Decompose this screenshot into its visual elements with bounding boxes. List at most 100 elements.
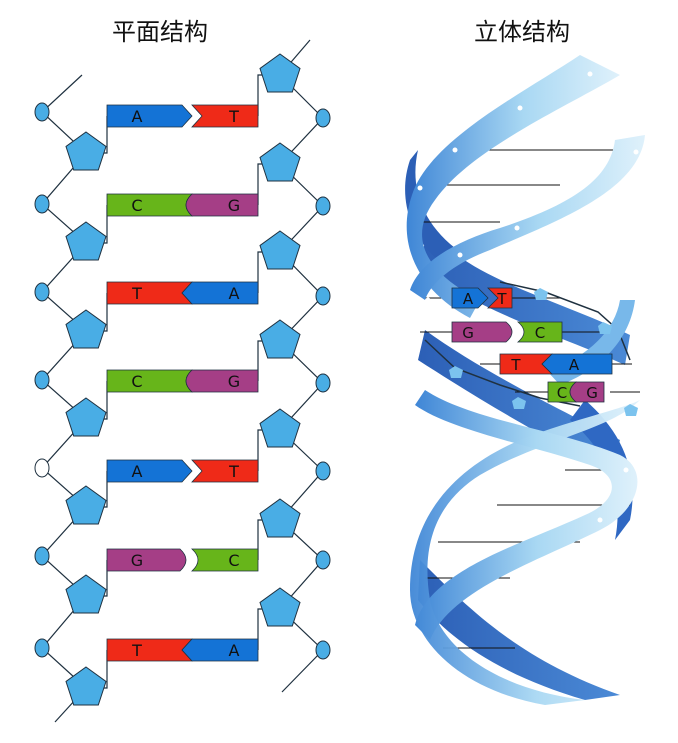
base-label: C <box>228 551 239 570</box>
base-label: T <box>228 107 239 126</box>
helix-back-ribbon-1 <box>418 230 630 365</box>
phosphate-circle <box>315 373 331 393</box>
base-label: A <box>569 356 580 374</box>
base-a-shape <box>106 459 193 483</box>
base-label: C <box>131 372 142 391</box>
phosphate-circle <box>315 196 331 216</box>
helix-highlight-dots <box>417 71 639 655</box>
base-g-shape <box>185 193 259 217</box>
base-label: A <box>229 284 240 303</box>
base-label: G <box>131 551 143 570</box>
flat-sugar-phosphate-nodes <box>34 53 331 706</box>
base-label: T <box>228 462 239 481</box>
base-label: T <box>131 284 142 303</box>
base-c-shape <box>190 548 259 572</box>
phosphate-circle <box>34 282 50 302</box>
base-a-shape <box>181 281 259 305</box>
sugar-pentagon <box>65 574 107 614</box>
base-label: G <box>462 324 474 342</box>
base-c-shape <box>106 193 194 217</box>
base-g-shape <box>569 381 605 403</box>
base-label: C <box>535 324 545 342</box>
helix-front-ribbon-4 <box>410 400 640 705</box>
base-label: A <box>463 290 474 308</box>
base-g-shape <box>106 548 187 572</box>
phosphate-circle <box>34 638 50 658</box>
phosphate-circle <box>34 194 50 214</box>
base-label: T <box>131 641 142 660</box>
helix-back-ribbon-4 <box>570 400 633 540</box>
phosphate-circle <box>34 458 50 478</box>
helix-sugar-markers <box>449 288 638 416</box>
helix-front-ribbon-2 <box>410 135 645 300</box>
base-label: T <box>510 356 521 374</box>
base-t-shape <box>191 104 259 128</box>
phosphate-circle <box>315 640 331 660</box>
phosphate-circle <box>34 546 50 566</box>
base-t-shape <box>106 281 193 305</box>
phosphate-circle <box>315 461 331 481</box>
sugar-pentagon <box>65 221 107 261</box>
phosphate-circle <box>34 370 50 390</box>
sugar-pentagon <box>65 666 107 706</box>
base-label: A <box>229 641 240 660</box>
base-g-shape <box>451 321 513 343</box>
helix-front-ribbon-3 <box>415 390 638 640</box>
base-label: G <box>228 196 240 215</box>
base-a-shape <box>181 638 259 662</box>
sugar-pentagon <box>259 498 301 538</box>
phosphate-circle <box>315 286 331 306</box>
base-a-shape <box>541 353 613 375</box>
base-label: C <box>131 196 142 215</box>
base-a-shape <box>451 287 489 309</box>
sugar-pentagon <box>65 485 107 525</box>
base-label: A <box>132 462 143 481</box>
sugar-pentagon <box>259 142 301 182</box>
base-g-shape <box>185 369 259 393</box>
base-label: G <box>586 384 598 402</box>
helix-rungs <box>418 149 640 649</box>
base-label: G <box>228 372 240 391</box>
sugar-pentagon <box>259 319 301 359</box>
sugar-pentagon <box>259 408 301 448</box>
base-c-shape <box>516 321 563 343</box>
helix-front-ribbon-1 <box>406 55 620 318</box>
phosphate-circle <box>315 108 331 128</box>
sugar-pentagon <box>65 309 107 349</box>
sugar-pentagon <box>259 587 301 627</box>
sugar-pentagon <box>259 230 301 270</box>
helix-3d <box>405 55 645 705</box>
three-d-structure-title: 立体结构 <box>474 18 570 46</box>
base-t-shape <box>487 287 513 309</box>
base-t-shape <box>191 459 259 483</box>
right-strand-bottom-tail <box>281 649 324 693</box>
base-label: A <box>132 107 143 126</box>
base-t-shape <box>106 638 193 662</box>
phosphate-circle <box>34 102 50 122</box>
flat-structure-title: 平面结构 <box>112 18 208 46</box>
sugar-pentagon <box>65 397 107 437</box>
sugar-pentagon <box>259 53 301 93</box>
phosphate-circle <box>315 550 331 570</box>
helix-back-ribbon-3 <box>418 560 620 700</box>
base-a-shape <box>106 104 193 128</box>
base-c-shape <box>106 369 194 393</box>
base-label: C <box>557 384 567 402</box>
base-label: T <box>496 290 507 308</box>
sugar-pentagon <box>65 131 107 171</box>
